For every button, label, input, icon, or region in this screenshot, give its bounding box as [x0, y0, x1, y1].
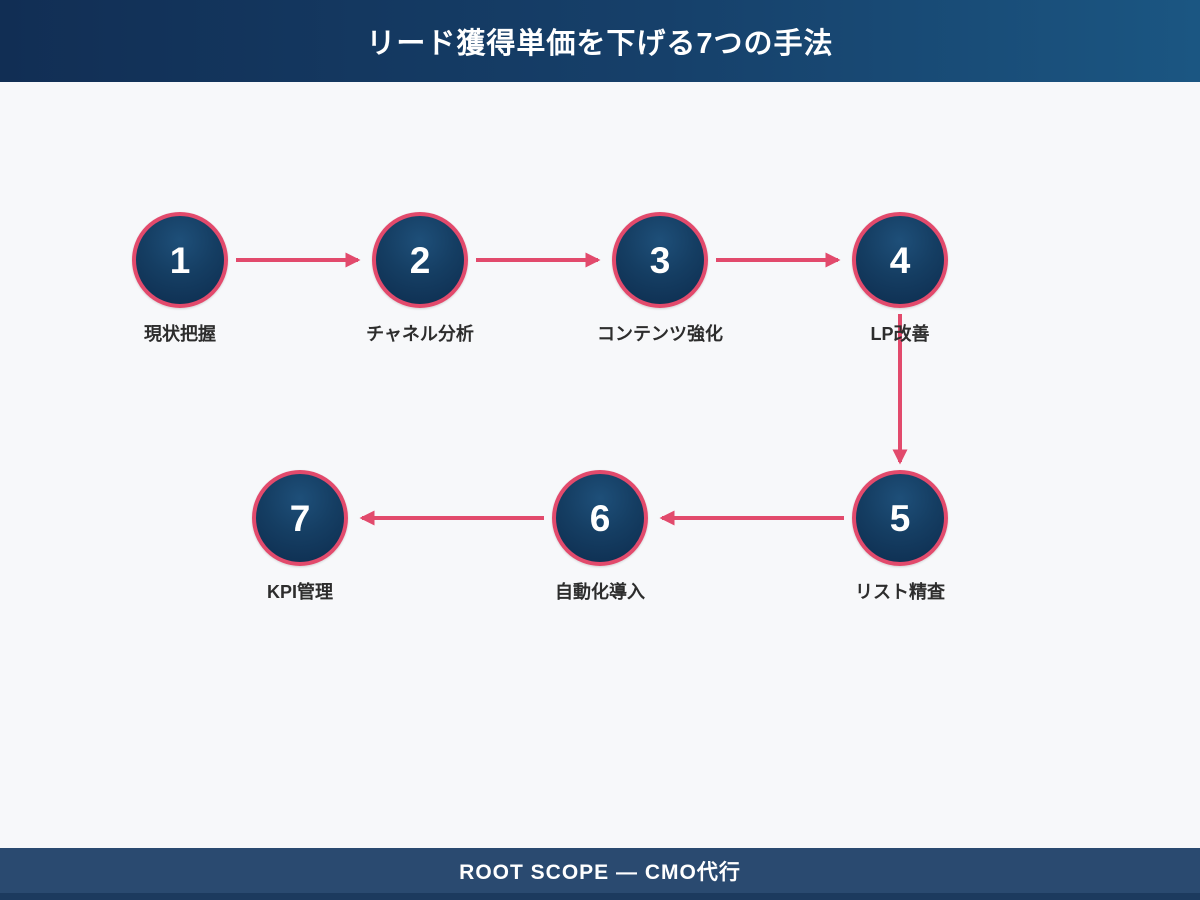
step-node-3: 3 コンテンツ強化: [597, 212, 723, 344]
step-number-3: 3: [649, 239, 671, 281]
step-node-2: 2 チャネル分析: [366, 212, 474, 344]
footer-brand: ROOT SCOPE — CMO代行: [459, 860, 741, 884]
step-number-7: 7: [289, 497, 311, 539]
step-node-1: 1 現状把握: [132, 212, 228, 344]
arrow-layer: [236, 252, 908, 526]
step-node-5: 5 リスト精査: [852, 470, 948, 602]
step-node-7: 7 KPI管理: [252, 470, 348, 602]
step-label-3: コンテンツ強化: [597, 324, 723, 344]
step-number-4: 4: [889, 239, 911, 281]
header-bar: リード獲得単価を下げる7つの手法: [0, 0, 1200, 82]
step-label-4: LP改善: [870, 324, 930, 344]
step-label-7: KPI管理: [266, 582, 334, 602]
step-label-2: チャネル分析: [366, 324, 474, 344]
step-node-4: 4 LP改善: [852, 212, 948, 344]
step-circle-6: 6: [552, 470, 648, 566]
footer-stripe: [0, 893, 1200, 900]
step-number-6: 6: [589, 497, 611, 539]
step-number-1: 1: [169, 239, 191, 281]
footer-bar: ROOT SCOPE — CMO代行: [0, 848, 1200, 893]
step-circle-3: 3: [612, 212, 708, 308]
step-number-2: 2: [409, 239, 431, 281]
flowchart: 1 現状把握 2 チャネル分析 3 コンテンツ強化 4 LP改善 5: [0, 82, 1200, 848]
step-circle-4: 4: [852, 212, 948, 308]
step-label-1: 現状把握: [144, 324, 216, 344]
step-label-5: リスト精査: [855, 582, 945, 602]
step-circle-5: 5: [852, 470, 948, 566]
page-title: リード獲得単価を下げる7つの手法: [366, 28, 834, 60]
step-label-6: 自動化導入: [555, 582, 645, 602]
step-number-5: 5: [889, 497, 911, 539]
step-circle-7: 7: [252, 470, 348, 566]
step-circle-1: 1: [132, 212, 228, 308]
step-circle-2: 2: [372, 212, 468, 308]
step-node-6: 6 自動化導入: [552, 470, 648, 602]
